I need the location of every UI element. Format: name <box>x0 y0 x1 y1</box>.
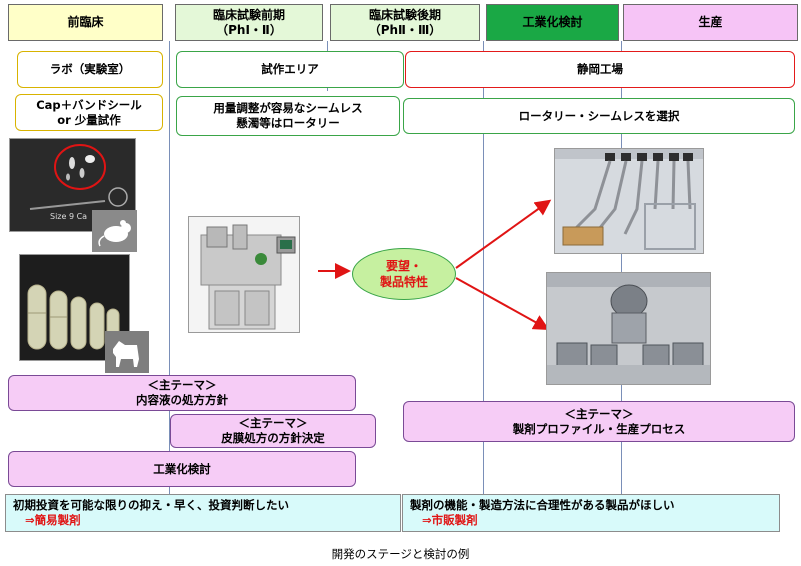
stage-label: 生産 <box>698 15 723 29</box>
industrialization-label: 工業化検討 <box>153 461 211 476</box>
factory-rotary-image <box>547 273 710 384</box>
arrow-requirements-to-seamless <box>455 199 552 269</box>
factory-rotary-photo <box>546 272 711 385</box>
stage-production: 生産 <box>623 4 798 41</box>
requirements-ellipse: 要望・ 製品特性 <box>352 248 456 300</box>
method-label: ロータリー・シームレスを選択 <box>518 108 680 123</box>
stage-preclinical: 前臨床 <box>8 4 163 41</box>
mouse-icon <box>92 210 137 252</box>
theme-fill-formulation: ＜主テーマ＞ 内容液の処方方針 <box>8 375 356 411</box>
theme-title: ＜主テーマ＞ <box>238 416 308 430</box>
stage-phase-early: 臨床試験前期 （PhⅠ・Ⅱ） <box>175 4 323 41</box>
trial-machine-image <box>189 217 299 332</box>
theme-title: ＜主テーマ＞ <box>564 406 634 421</box>
theme-body: 内容液の処方方針 <box>136 393 228 407</box>
simple-formulation-note: 初期投資を可能な限りの抑え・早く、投資判断したい ⇒簡易製剤 <box>5 494 401 532</box>
factory-seamless-photo <box>554 148 704 254</box>
method-trial: 用量調整が容易なシームレス 懸濁等はロータリー <box>176 96 400 136</box>
stage-phase-late: 臨床試験後期 （PhⅡ・Ⅲ） <box>330 4 480 41</box>
capsule-size-label: Size 9 Ca <box>50 212 87 221</box>
theme-title: ＜主テーマ＞ <box>147 378 217 392</box>
location-trial-area: 試作エリア <box>176 51 404 88</box>
dog-icon <box>105 331 149 373</box>
trial-machine-photo <box>188 216 300 333</box>
caption-text: 開発のステージと検討の例 <box>331 547 470 561</box>
stage-label: 臨床試験前期 （PhⅠ・Ⅱ） <box>212 7 285 37</box>
stage-industrialization: 工業化検討 <box>486 4 619 41</box>
requirements-label: 要望・ 製品特性 <box>379 259 428 289</box>
theme-shell-formulation: ＜主テーマ＞ 皮膜処方の方針決定 <box>170 414 376 448</box>
industrialization-study: 工業化検討 <box>8 451 356 487</box>
stage-label: 工業化検討 <box>522 15 583 29</box>
factory-seamless-image <box>555 149 703 253</box>
stage-divider <box>621 41 622 496</box>
simple-formulation-result: ⇒簡易製剤 <box>25 513 81 527</box>
method-label: Cap＋バンドシール or 少量試作 <box>36 97 142 127</box>
location-factory: 静岡工場 <box>405 51 795 88</box>
commercial-formulation-result: ⇒市販製剤 <box>422 513 478 527</box>
location-label: 静岡工場 <box>577 62 623 76</box>
method-lab: Cap＋バンドシール or 少量試作 <box>15 94 163 131</box>
location-label: ラボ（実験室） <box>49 62 131 76</box>
commercial-formulation-text: 製剤の機能・製造方法に合理性がある製品がほしい <box>410 498 675 512</box>
theme-body: 皮膜処方の方針決定 <box>221 431 325 445</box>
method-factory: ロータリー・シームレスを選択 <box>403 98 795 134</box>
location-label: 試作エリア <box>261 62 319 76</box>
method-label: 用量調整が容易なシームレス 懸濁等はロータリー <box>213 101 363 130</box>
stage-label: 前臨床 <box>67 15 104 29</box>
figure-caption: 開発のステージと検討の例 <box>0 546 801 562</box>
theme-body: 製剤プロファイル・生産プロセス <box>512 421 686 436</box>
arrow-requirements-to-rotary <box>455 277 550 330</box>
commercial-formulation-note: 製剤の機能・製造方法に合理性がある製品がほしい ⇒市販製剤 <box>402 494 780 532</box>
stage-label: 臨床試験後期 （PhⅡ・Ⅲ） <box>368 7 442 37</box>
simple-formulation-text: 初期投資を可能な限りの抑え・早く、投資判断したい <box>13 498 289 512</box>
stage-divider <box>483 41 484 496</box>
theme-production-process: ＜主テーマ＞ 製剤プロファイル・生産プロセス <box>403 401 795 442</box>
location-lab: ラボ（実験室） <box>17 51 163 88</box>
stage-divider <box>169 41 170 496</box>
